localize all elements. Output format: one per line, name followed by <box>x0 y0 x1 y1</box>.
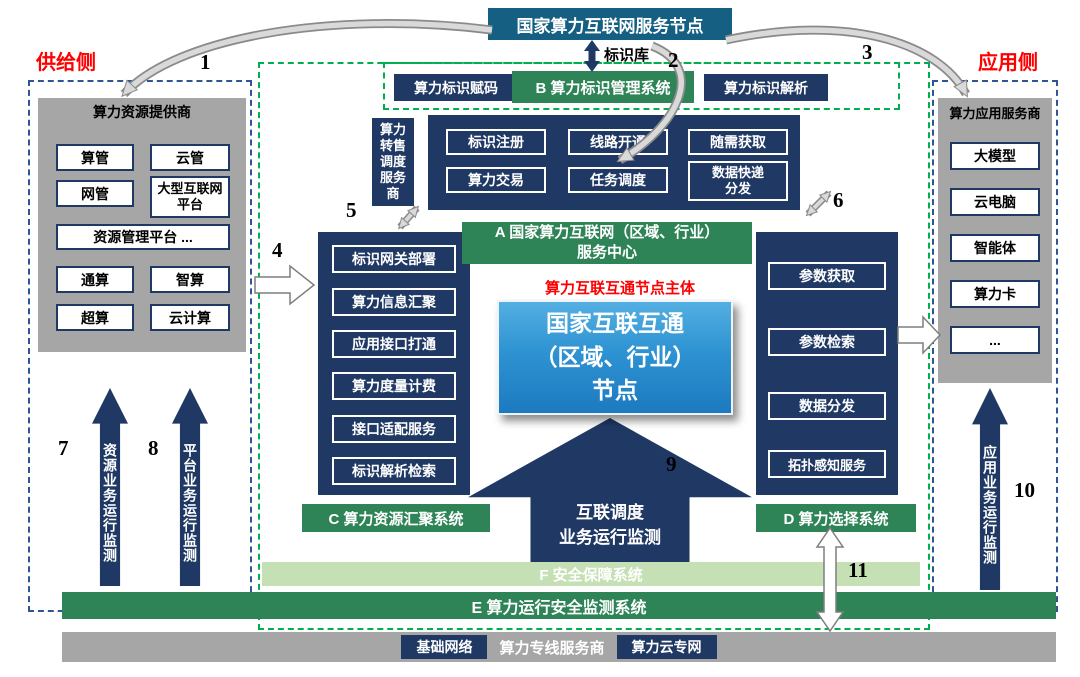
step-number-7: 7 <box>58 436 69 460</box>
supply-item: 超算 <box>56 304 134 331</box>
system-d-label: D 算力选择系统 <box>756 504 916 532</box>
service-center-a-line2: 服务中心 <box>576 244 637 261</box>
step-number-4: 4 <box>272 238 283 262</box>
system-c-item: 算力度量计费 <box>332 372 456 400</box>
step-number-5: 5 <box>346 198 357 222</box>
system-c-item: 应用接口打通 <box>332 330 456 358</box>
system-d-column: 参数获取 参数检索 数据分发 拓扑感知服务 <box>756 232 898 495</box>
application-monitor-label: 应用业务运行监测 <box>982 445 998 565</box>
cloud-private-network-box: 算力云专网 <box>616 635 717 659</box>
id-management-system-box: B 算力标识管理系统 <box>512 71 694 103</box>
network-bar: 基础网络 算力专线服务商 算力云专网 <box>62 632 1056 662</box>
system-c-label: C 算力资源汇聚系统 <box>302 504 490 532</box>
step-number-6: 6 <box>833 188 844 212</box>
step-number-10: 10 <box>1014 478 1035 502</box>
system-d-item: 参数获取 <box>768 262 886 290</box>
function-box: 标识注册 <box>446 129 546 155</box>
id-coding-box: 算力标识赋码 <box>394 74 518 101</box>
function-box: 算力交易 <box>446 167 546 193</box>
supply-item: 算管 <box>56 144 134 171</box>
dedicated-line-provider-label: 算力专线服务商 <box>499 639 605 657</box>
id-resolution-box: 算力标识解析 <box>704 74 828 101</box>
step-number-3: 3 <box>862 40 873 64</box>
supply-item: 大型互联网平台 <box>150 176 230 218</box>
supply-item: 通算 <box>56 266 134 293</box>
application-item: 算力卡 <box>950 280 1040 308</box>
application-item: 智能体 <box>950 234 1040 262</box>
supply-panel-title: 算力资源提供商 <box>93 104 191 120</box>
supply-item: 云管 <box>150 144 230 171</box>
platform-monitor-label: 平台业务运行监测 <box>182 443 198 563</box>
hub-box: 国家互联互通 （区域、行业） 节点 <box>497 300 733 415</box>
application-item: ... <box>950 326 1040 354</box>
step-number-2: 2 <box>668 48 679 72</box>
national-service-node-box: 国家算力互联网服务节点 <box>488 8 732 40</box>
hub-line2: （区域、行业） <box>534 343 696 370</box>
system-d-item: 拓扑感知服务 <box>768 450 886 478</box>
hub-caption: 算力互联互通节点主体 <box>544 279 695 297</box>
system-c-item: 标识解析检索 <box>332 457 456 485</box>
security-guarantee-bar: F 安全保障系统 <box>262 562 920 586</box>
interconnect-dispatch-line2: 业务运行监测 <box>559 528 661 547</box>
supply-side-label: 供给侧 <box>36 52 96 74</box>
hub-line3: 节点 <box>592 377 638 404</box>
service-center-a-box: A 国家算力互联网（区域、行业） 服务中心 <box>462 222 752 264</box>
supply-item: 资源管理平台 ... <box>56 224 230 250</box>
application-side-label: 应用侧 <box>978 52 1038 74</box>
security-monitor-bar: E 算力运行安全监测系统 <box>62 592 1056 619</box>
service-function-grid: 标识注册 线路开通 随需获取 算力交易 任务调度 数据快递分发 <box>428 115 800 210</box>
interconnect-dispatch-label: 互联调度 业务运行监测 <box>530 497 690 555</box>
registry-label: 标识库 <box>604 47 650 64</box>
supply-item: 智算 <box>150 266 230 293</box>
supply-item: 网管 <box>56 180 134 207</box>
application-item: 大模型 <box>950 142 1040 170</box>
system-c-item: 算力信息汇聚 <box>332 288 456 316</box>
system-c-item: 标识网关部署 <box>332 245 456 273</box>
function-box: 线路开通 <box>568 129 668 155</box>
hub-line1: 国家互联互通 <box>546 310 684 337</box>
application-panel-title: 算力应用服务商 <box>949 105 1041 121</box>
function-box: 随需获取 <box>688 129 788 155</box>
service-center-a-line1: A 国家算力互联网（区域、行业） <box>494 223 720 241</box>
step-number-11: 11 <box>848 558 868 582</box>
basic-network-box: 基础网络 <box>401 635 488 659</box>
system-c-column: 标识网关部署 算力信息汇聚 应用接口打通 算力度量计费 接口适配服务 标识解析检… <box>318 232 470 495</box>
function-box: 任务调度 <box>568 167 668 193</box>
step-number-9: 9 <box>666 452 677 476</box>
interconnect-dispatch-line1: 互联调度 <box>576 503 644 523</box>
reseller-box: 算力转售调度服务商 <box>372 118 414 206</box>
supply-item: 云计算 <box>150 304 230 331</box>
resource-monitor-label: 资源业务运行监测 <box>102 443 118 563</box>
step-number-8: 8 <box>148 436 159 460</box>
supply-panel: 算力资源提供商 算管 云管 网管 大型互联网平台 资源管理平台 ... 通算 智… <box>38 98 246 352</box>
application-panel: 算力应用服务商 大模型 云电脑 智能体 算力卡 ... <box>938 98 1052 383</box>
function-box: 数据快递分发 <box>688 161 788 201</box>
system-d-item: 数据分发 <box>768 392 886 420</box>
step-number-1: 1 <box>200 50 211 74</box>
system-c-item: 接口适配服务 <box>332 415 456 443</box>
application-item: 云电脑 <box>950 188 1040 216</box>
system-d-item: 参数检索 <box>768 328 886 356</box>
